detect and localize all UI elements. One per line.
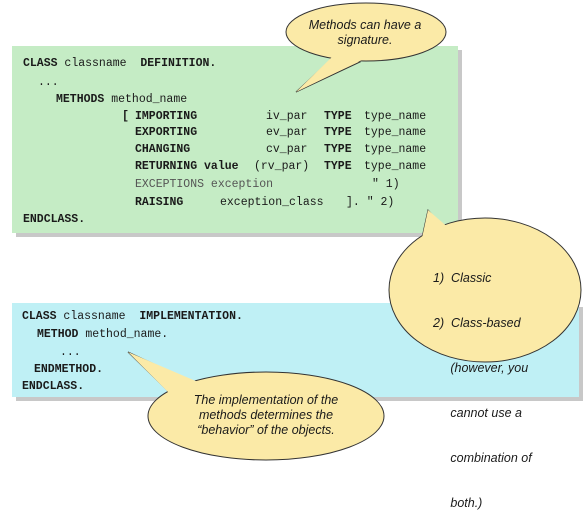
class-name: classname: [64, 57, 127, 70]
method-keyword: METHOD: [37, 328, 79, 341]
implementation-keyword: IMPLEMENTATION.: [139, 310, 243, 323]
importing-type-keyword: TYPE: [324, 110, 352, 123]
definition-header-line: CLASS classname DEFINITION.: [23, 57, 216, 71]
exporting-param: ev_par: [266, 126, 308, 139]
exceptions-callout-line: 1) Classic: [433, 271, 492, 285]
class-keyword: CLASS: [22, 310, 57, 323]
returning-type: type_name: [364, 160, 427, 173]
exceptions-line: EXCEPTIONS exception: [135, 178, 274, 191]
implementation-callout-line: “behavior” of the objects.: [197, 423, 335, 437]
endmethod-keyword: ENDMETHOD.: [34, 363, 104, 376]
methods-line: METHODS method_name: [56, 93, 187, 107]
method-name: method_name.: [85, 328, 169, 341]
returning-param: (rv_par): [254, 160, 310, 173]
methods-keyword: METHODS: [56, 93, 105, 106]
exporting-type: type_name: [364, 126, 427, 139]
implementation-callout-text: The implementation of the methods determ…: [168, 393, 364, 438]
method-line: METHOD method_name.: [37, 328, 168, 342]
changing-keyword: CHANGING: [135, 143, 191, 156]
importing-keyword: IMPORTING: [135, 110, 198, 123]
class-keyword: CLASS: [23, 57, 58, 70]
exceptions-comment: " 1): [372, 178, 400, 191]
signature-callout-text: Methods can have a signature.: [300, 18, 430, 48]
definition-ellipsis: ...: [38, 76, 59, 89]
implementation-callout-line: methods determines the: [198, 408, 334, 422]
exceptions-callout-line: cannot use a: [433, 406, 522, 420]
exporting-type-keyword: TYPE: [324, 126, 352, 139]
exceptions-callout-line: combination of: [433, 451, 532, 465]
changing-type-keyword: TYPE: [324, 143, 352, 156]
changing-type: type_name: [364, 143, 427, 156]
class-definition-code-box: CLASS classname DEFINITION. ... METHODS …: [12, 46, 458, 233]
method-name: method_name: [111, 93, 188, 106]
exceptions-callout-line: (however, you: [433, 361, 529, 375]
changing-param: cv_par: [266, 143, 308, 156]
raising-keyword: RAISING: [135, 196, 184, 209]
implementation-callout-line: The implementation of the: [193, 393, 339, 407]
exceptions-callout-line: 2) Class-based: [433, 316, 521, 330]
implementation-ellipsis: ...: [60, 346, 81, 359]
definition-keyword: DEFINITION.: [140, 57, 217, 70]
importing-param: iv_par: [266, 110, 308, 123]
signature-callout-line: Methods can have a: [308, 18, 422, 32]
importing-type: type_name: [364, 110, 427, 123]
returning-keyword: RETURNING value: [135, 160, 239, 173]
signature-callout-line: signature.: [337, 33, 393, 47]
definition-endclass: ENDCLASS.: [23, 213, 86, 226]
implementation-endclass: ENDCLASS.: [22, 380, 85, 393]
returning-type-keyword: TYPE: [324, 160, 352, 173]
class-name: classname: [63, 310, 126, 323]
implementation-header-line: CLASS classname IMPLEMENTATION.: [22, 310, 243, 324]
raising-class: exception_class: [220, 196, 324, 209]
exceptions-callout-text: 1) Classic 2) Class-based (however, you …: [433, 241, 573, 526]
bracket-open: [: [122, 110, 129, 123]
raising-end: ]. " 2): [346, 196, 395, 209]
exceptions-callout-line: both.): [433, 496, 483, 510]
exporting-keyword: EXPORTING: [135, 126, 198, 139]
